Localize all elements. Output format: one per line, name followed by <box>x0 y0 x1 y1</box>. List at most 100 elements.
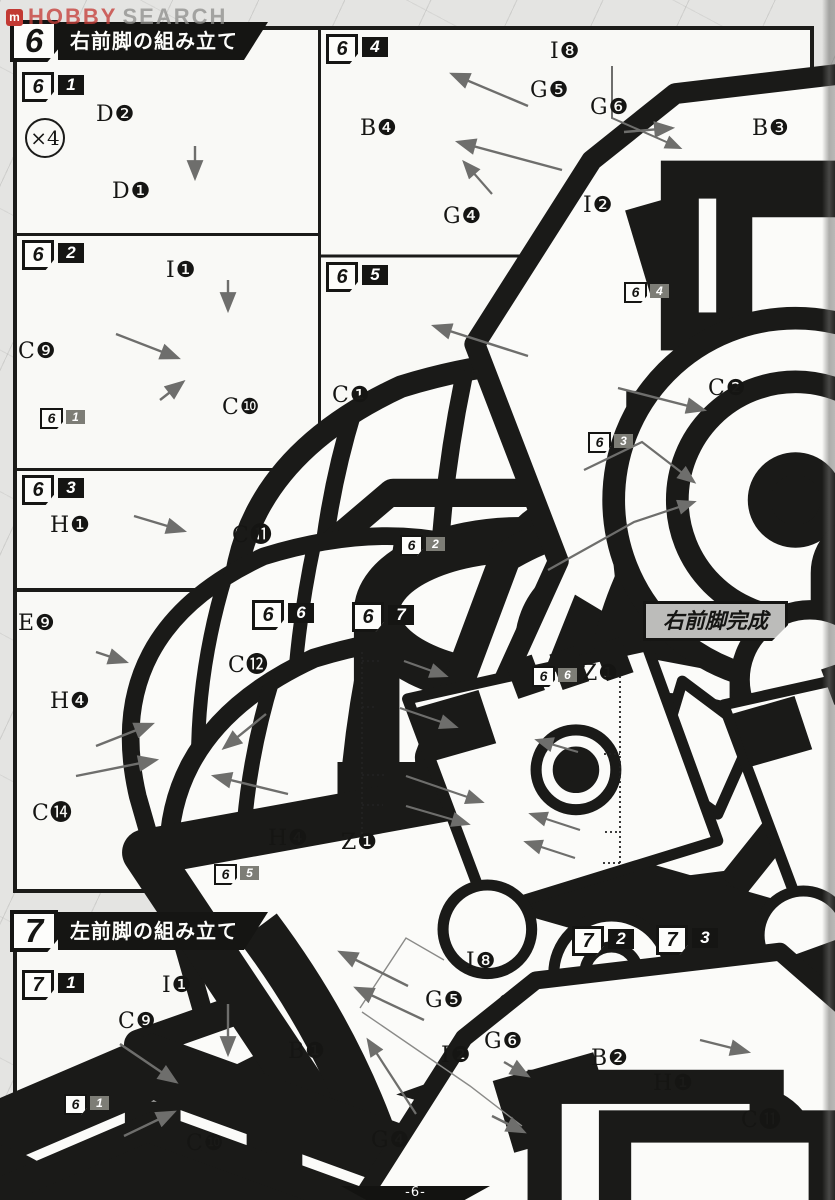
part-label-d2: D❷ <box>96 102 136 127</box>
step-number: 6 <box>22 240 54 270</box>
substep-number: 1 <box>90 1096 109 1110</box>
step-number: 6 <box>22 72 54 102</box>
scan-edge-shadow <box>822 0 835 1200</box>
part-label-g5: G❺ <box>530 78 570 103</box>
badge-7-1: 7 1 <box>22 970 84 1000</box>
substep-number: 1 <box>66 410 85 424</box>
part-label-h4b: H❹ <box>268 826 309 851</box>
divider <box>15 588 812 592</box>
part-label-b4: B❹ <box>360 116 398 141</box>
step-number: 7 <box>656 925 688 955</box>
page-number-tab: -6- <box>341 1186 490 1200</box>
badge-6-4: 6 4 <box>326 34 388 64</box>
substep-number: 4 <box>650 284 669 298</box>
multiplier-x4: ×4 <box>25 118 65 158</box>
part-label-h1-s7: H❶ <box>653 1071 694 1096</box>
part-label-g5-s7: G❺ <box>425 988 465 1013</box>
page-number: -6- <box>405 1185 426 1200</box>
badge-6-7: 6 7 <box>352 602 414 632</box>
part-label-g6: G❻ <box>590 95 630 120</box>
part-label-c10: C❿ <box>222 395 261 420</box>
part-label-c11: C⓫ <box>232 523 273 548</box>
watermark-hobby-text: HOBBY <box>28 4 118 29</box>
step-number: 6 <box>214 864 237 885</box>
part-label-b1: B❶ <box>288 1039 326 1064</box>
ref-badge-6-3: 6 3 <box>588 432 633 453</box>
substep-number: 1 <box>58 973 84 993</box>
part-label-e9: E❾ <box>18 611 56 636</box>
hobby-search-watermark: m HOBBY SEARCH <box>6 6 227 28</box>
part-label-c10-s7: C❿ <box>186 1131 225 1156</box>
ref-badge-6-2: 6 2 <box>400 535 445 556</box>
part-label-i1: I❶ <box>166 258 197 283</box>
part-label-i8-s7: I❽ <box>466 949 497 974</box>
step-number: 6 <box>326 34 358 64</box>
badge-7-2: 7 2 <box>572 926 634 956</box>
part-label-i2-s7: I❷ <box>441 1043 472 1068</box>
step-number: 6 <box>252 600 284 630</box>
section-7-title: 左前脚の組み立て <box>58 912 268 950</box>
substep-number: 2 <box>608 929 634 949</box>
ref-badge-6-5: 6 5 <box>214 864 259 885</box>
section-7-header: 7 左前脚の組み立て <box>10 910 268 952</box>
substep-number: 2 <box>426 537 445 551</box>
part-label-h4a: H❹ <box>50 689 91 714</box>
part-label-c1: C❶ <box>332 383 371 408</box>
divider <box>644 926 647 1176</box>
part-label-c11-s7: C⓫ <box>741 1108 782 1133</box>
ref-badge-6-1: 6 1 <box>40 408 85 429</box>
step-number: 6 <box>352 602 384 632</box>
substep-number: 1 <box>58 75 84 95</box>
step-number: 6 <box>588 432 611 453</box>
part-label-c14: C⓮ <box>32 801 73 826</box>
part-label-g6-s7: G❻ <box>484 1029 524 1054</box>
divider <box>318 28 321 588</box>
part-label-c12: C⓬ <box>228 653 269 678</box>
part-label-b3: B❸ <box>752 116 790 141</box>
substep-number: 3 <box>58 478 84 498</box>
complete-banner: 右前脚完成 <box>643 601 788 641</box>
badge-6-1: 6 1 <box>22 72 84 102</box>
step-number: 7 <box>22 970 54 1000</box>
part-label-c9-s7: C❾ <box>118 1009 157 1034</box>
step-number: 6 <box>64 1094 87 1115</box>
badge-6-5: 6 5 <box>326 262 388 292</box>
badge-6-2: 6 2 <box>22 240 84 270</box>
step-number: 6 <box>40 408 63 429</box>
substep-number: 7 <box>388 605 414 625</box>
part-label-g4: G❹ <box>443 204 483 229</box>
section-6-header: 6 右前脚の組み立て <box>10 20 268 62</box>
step-number: 6 <box>22 475 54 505</box>
substep-number: 5 <box>240 866 259 880</box>
part-label-c2: C❷ <box>708 376 747 401</box>
part-label-h1: H❶ <box>50 513 91 538</box>
hobby-search-logo-icon: m <box>6 8 23 26</box>
section-6-number: 6 <box>10 20 58 62</box>
part-label-i1-s7: I❶ <box>162 973 193 998</box>
part-label-z1a: Z❶ <box>341 830 379 855</box>
part-label-c9: C❾ <box>18 339 57 364</box>
step-number: 6 <box>400 535 423 556</box>
section-7-number: 7 <box>10 910 58 952</box>
step-number: 6 <box>624 282 647 303</box>
divider <box>333 592 336 889</box>
part-label-b2: B❷ <box>591 1046 629 1071</box>
part-label-i2: I❷ <box>583 193 614 218</box>
step-number: 6 <box>326 262 358 292</box>
badge-6-3: 6 3 <box>22 475 84 505</box>
part-label-g4-s7: G❹ <box>371 1128 411 1153</box>
part-label-d1: D❶ <box>112 179 152 204</box>
ref-badge-6-1-s7: 6 1 <box>64 1094 109 1115</box>
part-label-z1b: Z❶ <box>582 661 620 686</box>
ref-badge-6-6: 6 6 <box>532 666 577 687</box>
part-label-i8: I❽ <box>550 39 581 64</box>
substep-number: 6 <box>288 603 314 623</box>
substep-number: 4 <box>362 37 388 57</box>
divider <box>16 233 318 236</box>
step-number: 6 <box>532 666 555 687</box>
complete-box <box>643 601 798 883</box>
divider <box>281 926 284 1176</box>
substep-number: 5 <box>362 265 388 285</box>
section-7-panel <box>13 920 814 1186</box>
